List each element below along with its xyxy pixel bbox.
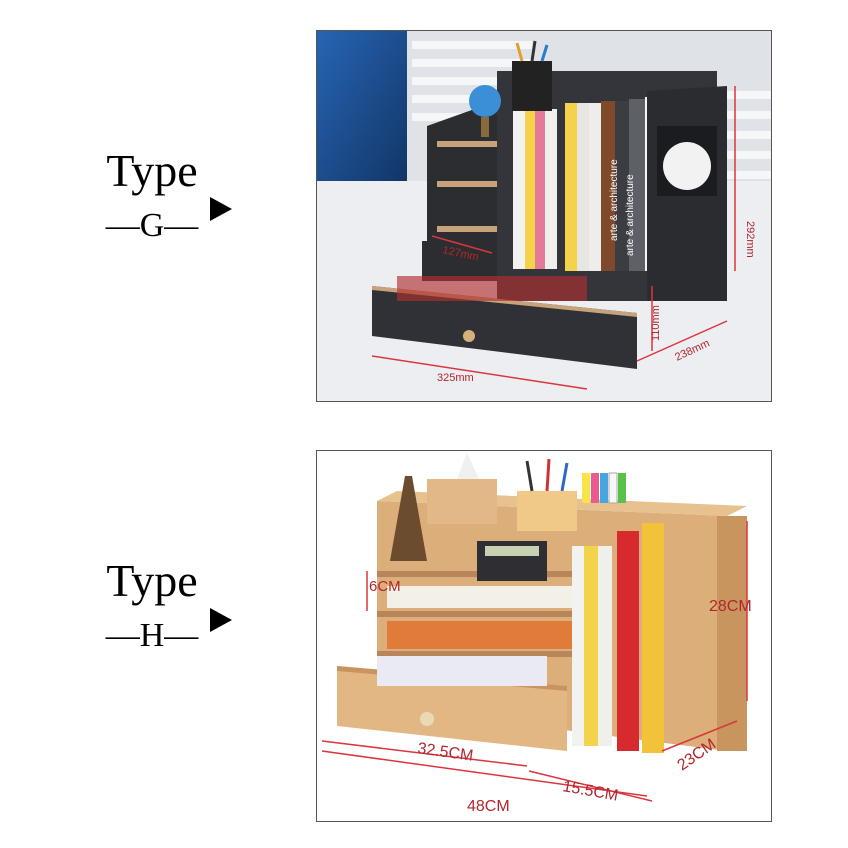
product-photo-h: 32.5CM 48CM 15.5CM 23CM 28CM 6CM: [316, 450, 772, 822]
type-word: Type: [106, 555, 198, 606]
book-spine-1: arte & architecture: [609, 159, 620, 241]
dim-drawer: 110mm: [650, 305, 662, 341]
pointer-arrow-icon: [210, 608, 232, 632]
type-code: —G—: [105, 207, 199, 244]
dim-height: 28CM: [709, 598, 752, 615]
type-h-label: Type —H—: [92, 556, 212, 656]
type-word: Type: [106, 145, 198, 196]
dim-width: 325mm: [437, 372, 474, 384]
dim-total-width: 48CM: [467, 798, 510, 815]
type-code: —H—: [105, 617, 199, 654]
dim-height: 292mm: [744, 221, 756, 258]
book-spine-2: arte & architecture: [625, 174, 636, 256]
pointer-arrow-icon: [210, 197, 232, 221]
product-photo-g: arte & architecture arte & architecture …: [316, 30, 772, 402]
dim-shelf: 6CM: [369, 578, 401, 595]
type-g-label: Type —G—: [92, 146, 212, 246]
